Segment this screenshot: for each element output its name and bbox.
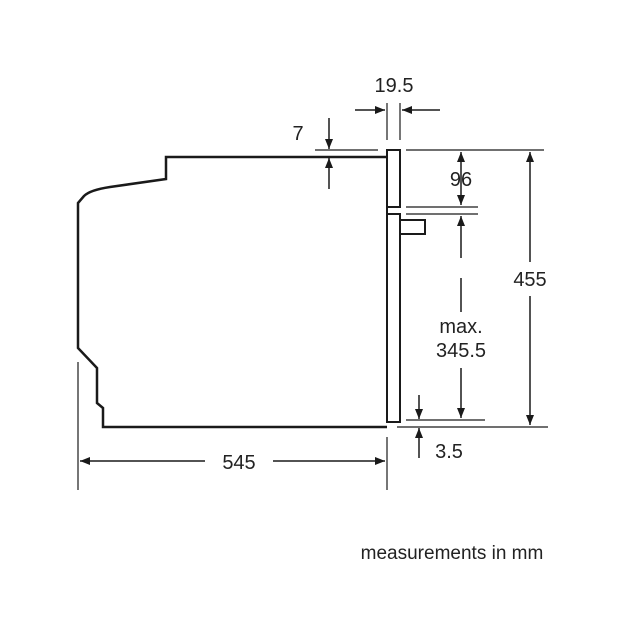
door-handle [400, 219, 426, 235]
panel-connector [386, 207, 400, 215]
label-545: 545 [222, 452, 255, 474]
oven-door [386, 213, 401, 423]
label-345.5: 345.5 [436, 340, 486, 362]
label-7: 7 [292, 123, 303, 145]
label-3.5: 3.5 [435, 441, 463, 463]
label-96: 96 [450, 169, 472, 191]
label-19.5: 19.5 [375, 75, 414, 97]
extension-lines [77, 103, 548, 490]
control-panel [386, 149, 401, 208]
label-455: 455 [513, 269, 546, 291]
units-caption: measurements in mm [361, 543, 544, 564]
oven-body-outline [76, 155, 387, 429]
label-max: max. [439, 316, 482, 338]
